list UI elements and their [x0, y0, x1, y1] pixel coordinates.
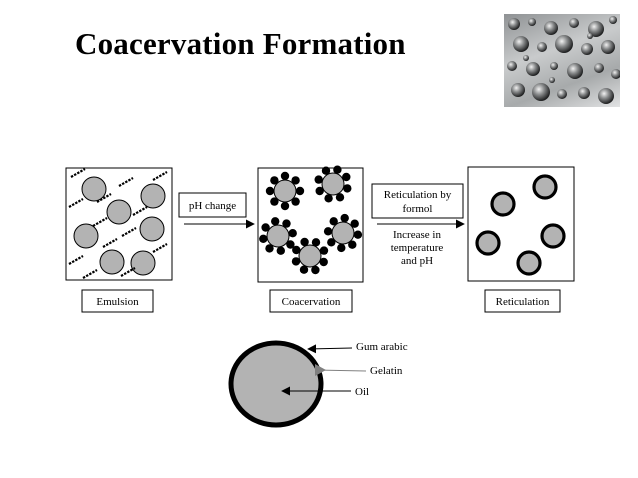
reticulation-step: Reticulation by formol Increase in tempe…	[371, 183, 465, 267]
svg-text:Reticulation: Reticulation	[496, 296, 550, 308]
reticulated-capsules	[475, 174, 566, 276]
svg-text:Emulsion: Emulsion	[96, 296, 139, 308]
ph-change-box	[178, 192, 247, 218]
coacervate-droplets	[259, 165, 363, 275]
page-title: Coacervation Formation	[75, 26, 406, 61]
and-ph-label: and pH	[401, 255, 433, 267]
microcapsule-photo	[504, 14, 620, 107]
svg-text:Coacervation: Coacervation	[282, 296, 341, 308]
coacervate-droplet	[323, 213, 363, 253]
temperature-label: temperature	[391, 242, 444, 254]
capsule-cross-section	[228, 340, 324, 428]
coacervation-label: Coacervation	[269, 289, 353, 313]
coacervate-droplet	[314, 165, 352, 203]
droplets	[507, 16, 620, 104]
increase-in-label: Increase in	[393, 229, 441, 241]
emulsion-label: Emulsion	[81, 289, 154, 313]
reticulation-by-label: Reticulation by	[384, 189, 452, 201]
gum-arabic-label: Gum arabic	[356, 341, 408, 353]
gelatin-pointer-head	[315, 364, 326, 376]
ph-change-step: pH change	[178, 192, 255, 229]
ph-change-label: pH change	[189, 200, 236, 212]
reticulation-label: Reticulation	[484, 289, 561, 313]
formol-label: formol	[403, 203, 433, 215]
reticulation-by-formol-box	[371, 183, 464, 219]
coacervate-droplet	[259, 217, 297, 255]
coacervate-droplet	[291, 237, 329, 275]
coacervate-droplet	[265, 171, 305, 211]
emulsion-oil-droplets	[73, 176, 166, 276]
microcapsule-droplets	[507, 16, 620, 104]
capsule-labels: Gum arabic Gelatin Oil	[281, 341, 408, 398]
gelatin-label: Gelatin	[370, 365, 403, 377]
oil-label: Oil	[355, 386, 369, 398]
gum-arabic-pointer	[307, 344, 353, 354]
